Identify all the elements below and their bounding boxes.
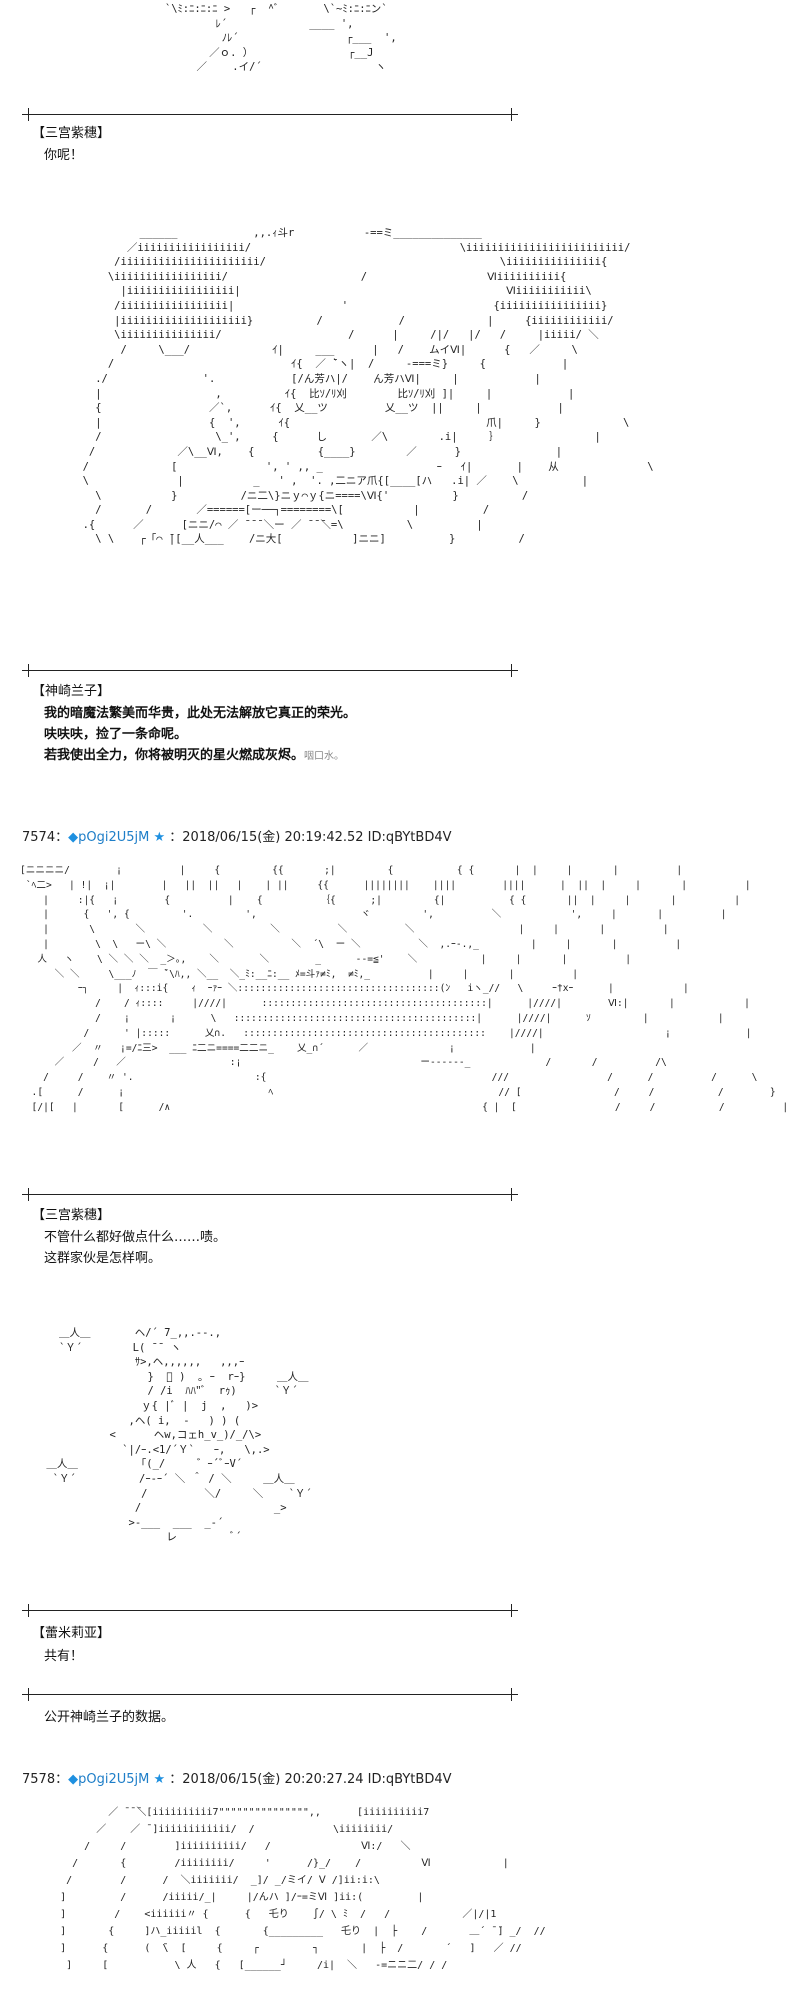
speaker-name: 【三宫紫穗】 — [32, 1208, 111, 1223]
separator-line — [22, 1604, 518, 1617]
star-icon: ★ — [153, 1772, 166, 1787]
post-sep: ： — [55, 1772, 69, 1787]
star-icon: ★ — [153, 830, 166, 845]
separator-line — [22, 1688, 518, 1701]
post-datetime-id: ：2018/06/15(金) 20:20:27.24 ID:qBYtBD4V — [169, 1772, 452, 1787]
post-header: 7574：◆pOgi2U5jM ★ ：2018/06/15(金) 20:19:4… — [22, 826, 452, 845]
post-header: 7578：◆pOgi2U5jM ★ ：2018/06/15(金) 20:20:2… — [22, 1768, 452, 1787]
dialogue-line: 呋呋呋，捡了一条命呢。 — [44, 727, 188, 742]
post-number: 7578 — [22, 1772, 56, 1787]
tripcode-link[interactable]: pOgi2U5jM — [78, 830, 150, 845]
diamond-icon: ◆ — [68, 830, 79, 845]
ascii-art-top: `\ﾐ:ﾆ:ﾆ:ﾆ > ┌ ^ﾞ \`~ﾐ:ﾆ:ﾆン` ﾚ´ ____ ', ﾉ… — [164, 3, 397, 74]
post-sep: ： — [55, 830, 69, 845]
speaker-name: 【三宫紫穗】 — [32, 126, 111, 141]
speaker-name: 【神崎兰子】 — [32, 684, 111, 699]
dialogue-line: 这群家伙是怎样啊。 — [44, 1251, 162, 1266]
dialogue-line: 不管什么都好做点什么……啧。 — [44, 1230, 227, 1245]
tripcode-link[interactable]: pOgi2U5jM — [78, 1772, 150, 1787]
ascii-art-scene: [ニニニニ/ ¡ | { {{ ;| { { { | | | | | `ﾍ二> … — [20, 865, 789, 1113]
speaker-name: 【蕾米莉亚】 — [32, 1626, 111, 1641]
separator-line — [22, 108, 518, 121]
dialogue-line: 共有！ — [44, 1649, 84, 1664]
ascii-art-remilia: ＿人＿ ヘ/´ ̄7_,,.-‐., `Ｙ´ L( ̄ ̄ ヽ ｻ>,ヘ,,,,… — [46, 1327, 312, 1544]
ascii-art-bottom: ／ ̄ ̄ ̄＼[iiiiiiiiii7""""""""""""""",, [i… — [60, 1807, 546, 1971]
dialogue-line: 你呢！ — [44, 148, 84, 163]
diamond-icon: ◆ — [68, 1772, 79, 1787]
aside-text: 咽口水。 — [304, 751, 345, 762]
separator-line — [22, 664, 518, 677]
dialogue-text: 若我使出全力，你将被明灭的星火燃成灰烬。 — [44, 748, 305, 763]
separator-line — [22, 1188, 518, 1201]
post-datetime-id: ：2018/06/15(金) 20:19:42.52 ID:qBYtBD4V — [169, 830, 452, 845]
dialogue-line: 我的暗魔法繁美而华贵，此处无法解放它真正的荣光。 — [44, 706, 357, 721]
dialogue-line: 若我使出全力，你将被明灭的星火燃成灰烬。咽口水。 — [44, 744, 344, 763]
post-number: 7574 — [22, 830, 56, 845]
dialogue-line: 公开神崎兰子的数据。 — [44, 1710, 175, 1725]
ascii-art-ranko: ______ ,,.ｨ斗r -==ミ______________ ／iiiiii… — [82, 227, 654, 546]
